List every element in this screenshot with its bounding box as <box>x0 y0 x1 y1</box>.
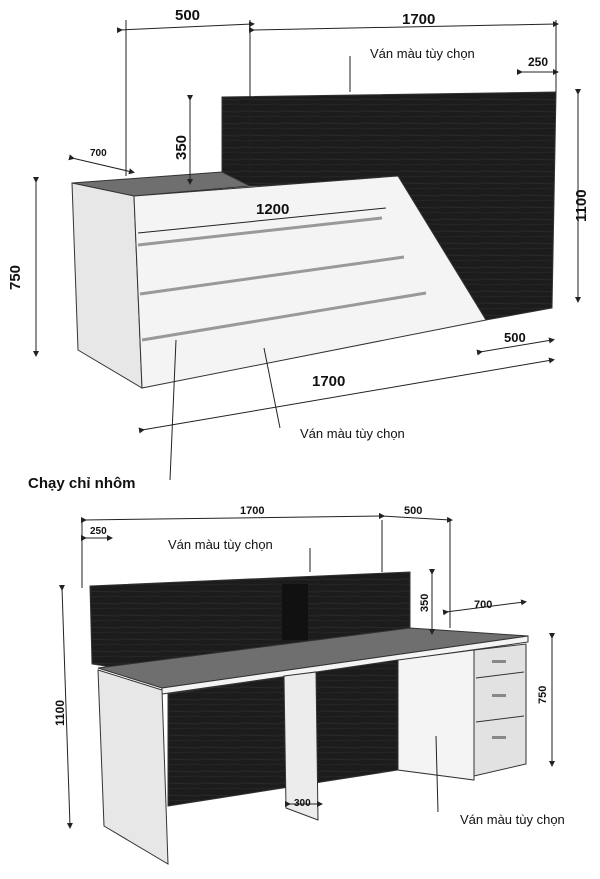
groove-1200-dim <box>137 207 387 234</box>
label-van-mau-front: Ván màu tùy chọn <box>300 426 405 441</box>
dim-500-top: 500 <box>175 7 200 24</box>
bottom-center-leg <box>283 671 319 821</box>
drawer-handle-1 <box>492 660 506 663</box>
groove-3 <box>141 291 427 342</box>
dim-700-top: 700 <box>90 148 107 159</box>
dim-250-top: 250 <box>528 55 548 69</box>
dim-1200: 1200 <box>256 201 289 218</box>
top-view: 500 1700 Ván màu tùy chọn 250 350 700 12… <box>7 7 590 492</box>
dim-1100-top: 1100 <box>573 189 590 222</box>
dim-750-top: 750 <box>7 265 24 290</box>
label-van-mau-bottom-top: Ván màu tùy chọn <box>168 537 273 552</box>
dim-500-base: 500 <box>504 330 526 345</box>
label-chay-chi-nhom: Chạy chỉ nhôm <box>28 475 136 492</box>
top-front-panel <box>133 175 487 389</box>
dim-1700-top: 1700 <box>402 11 435 28</box>
label-van-mau-top: Ván màu tùy chọn <box>370 46 475 61</box>
dim-1700-bottom: 1700 <box>240 505 264 517</box>
bottom-left-end-panel <box>97 669 169 865</box>
dim-500-bottom: 500 <box>404 505 422 517</box>
dim-250-bottom: 250 <box>90 526 107 537</box>
groove-1 <box>137 216 383 247</box>
bottom-pedestal-side <box>397 649 475 781</box>
dim-350-top: 350 <box>173 135 190 160</box>
groove-2 <box>139 255 405 296</box>
dim-1700-base: 1700 <box>312 373 345 390</box>
drawer-handle-2 <box>492 694 506 697</box>
dim-700-bottom: 700 <box>474 599 492 611</box>
bottom-hutch-divider <box>282 584 308 640</box>
dim-350-bottom: 350 <box>419 594 431 612</box>
dim-1100-bottom: 1100 <box>53 700 67 726</box>
drawer-handle-3 <box>492 736 506 739</box>
bottom-drawer-pedestal <box>473 643 527 777</box>
label-van-mau-bottom-side: Ván màu tùy chọn <box>460 812 565 827</box>
top-left-end-panel <box>71 182 143 389</box>
dim-750-bottom: 750 <box>537 686 549 704</box>
bottom-view: 1700 500 250 Ván màu tùy chọn 350 700 11… <box>53 505 565 865</box>
dim-300: 300 <box>294 798 311 809</box>
